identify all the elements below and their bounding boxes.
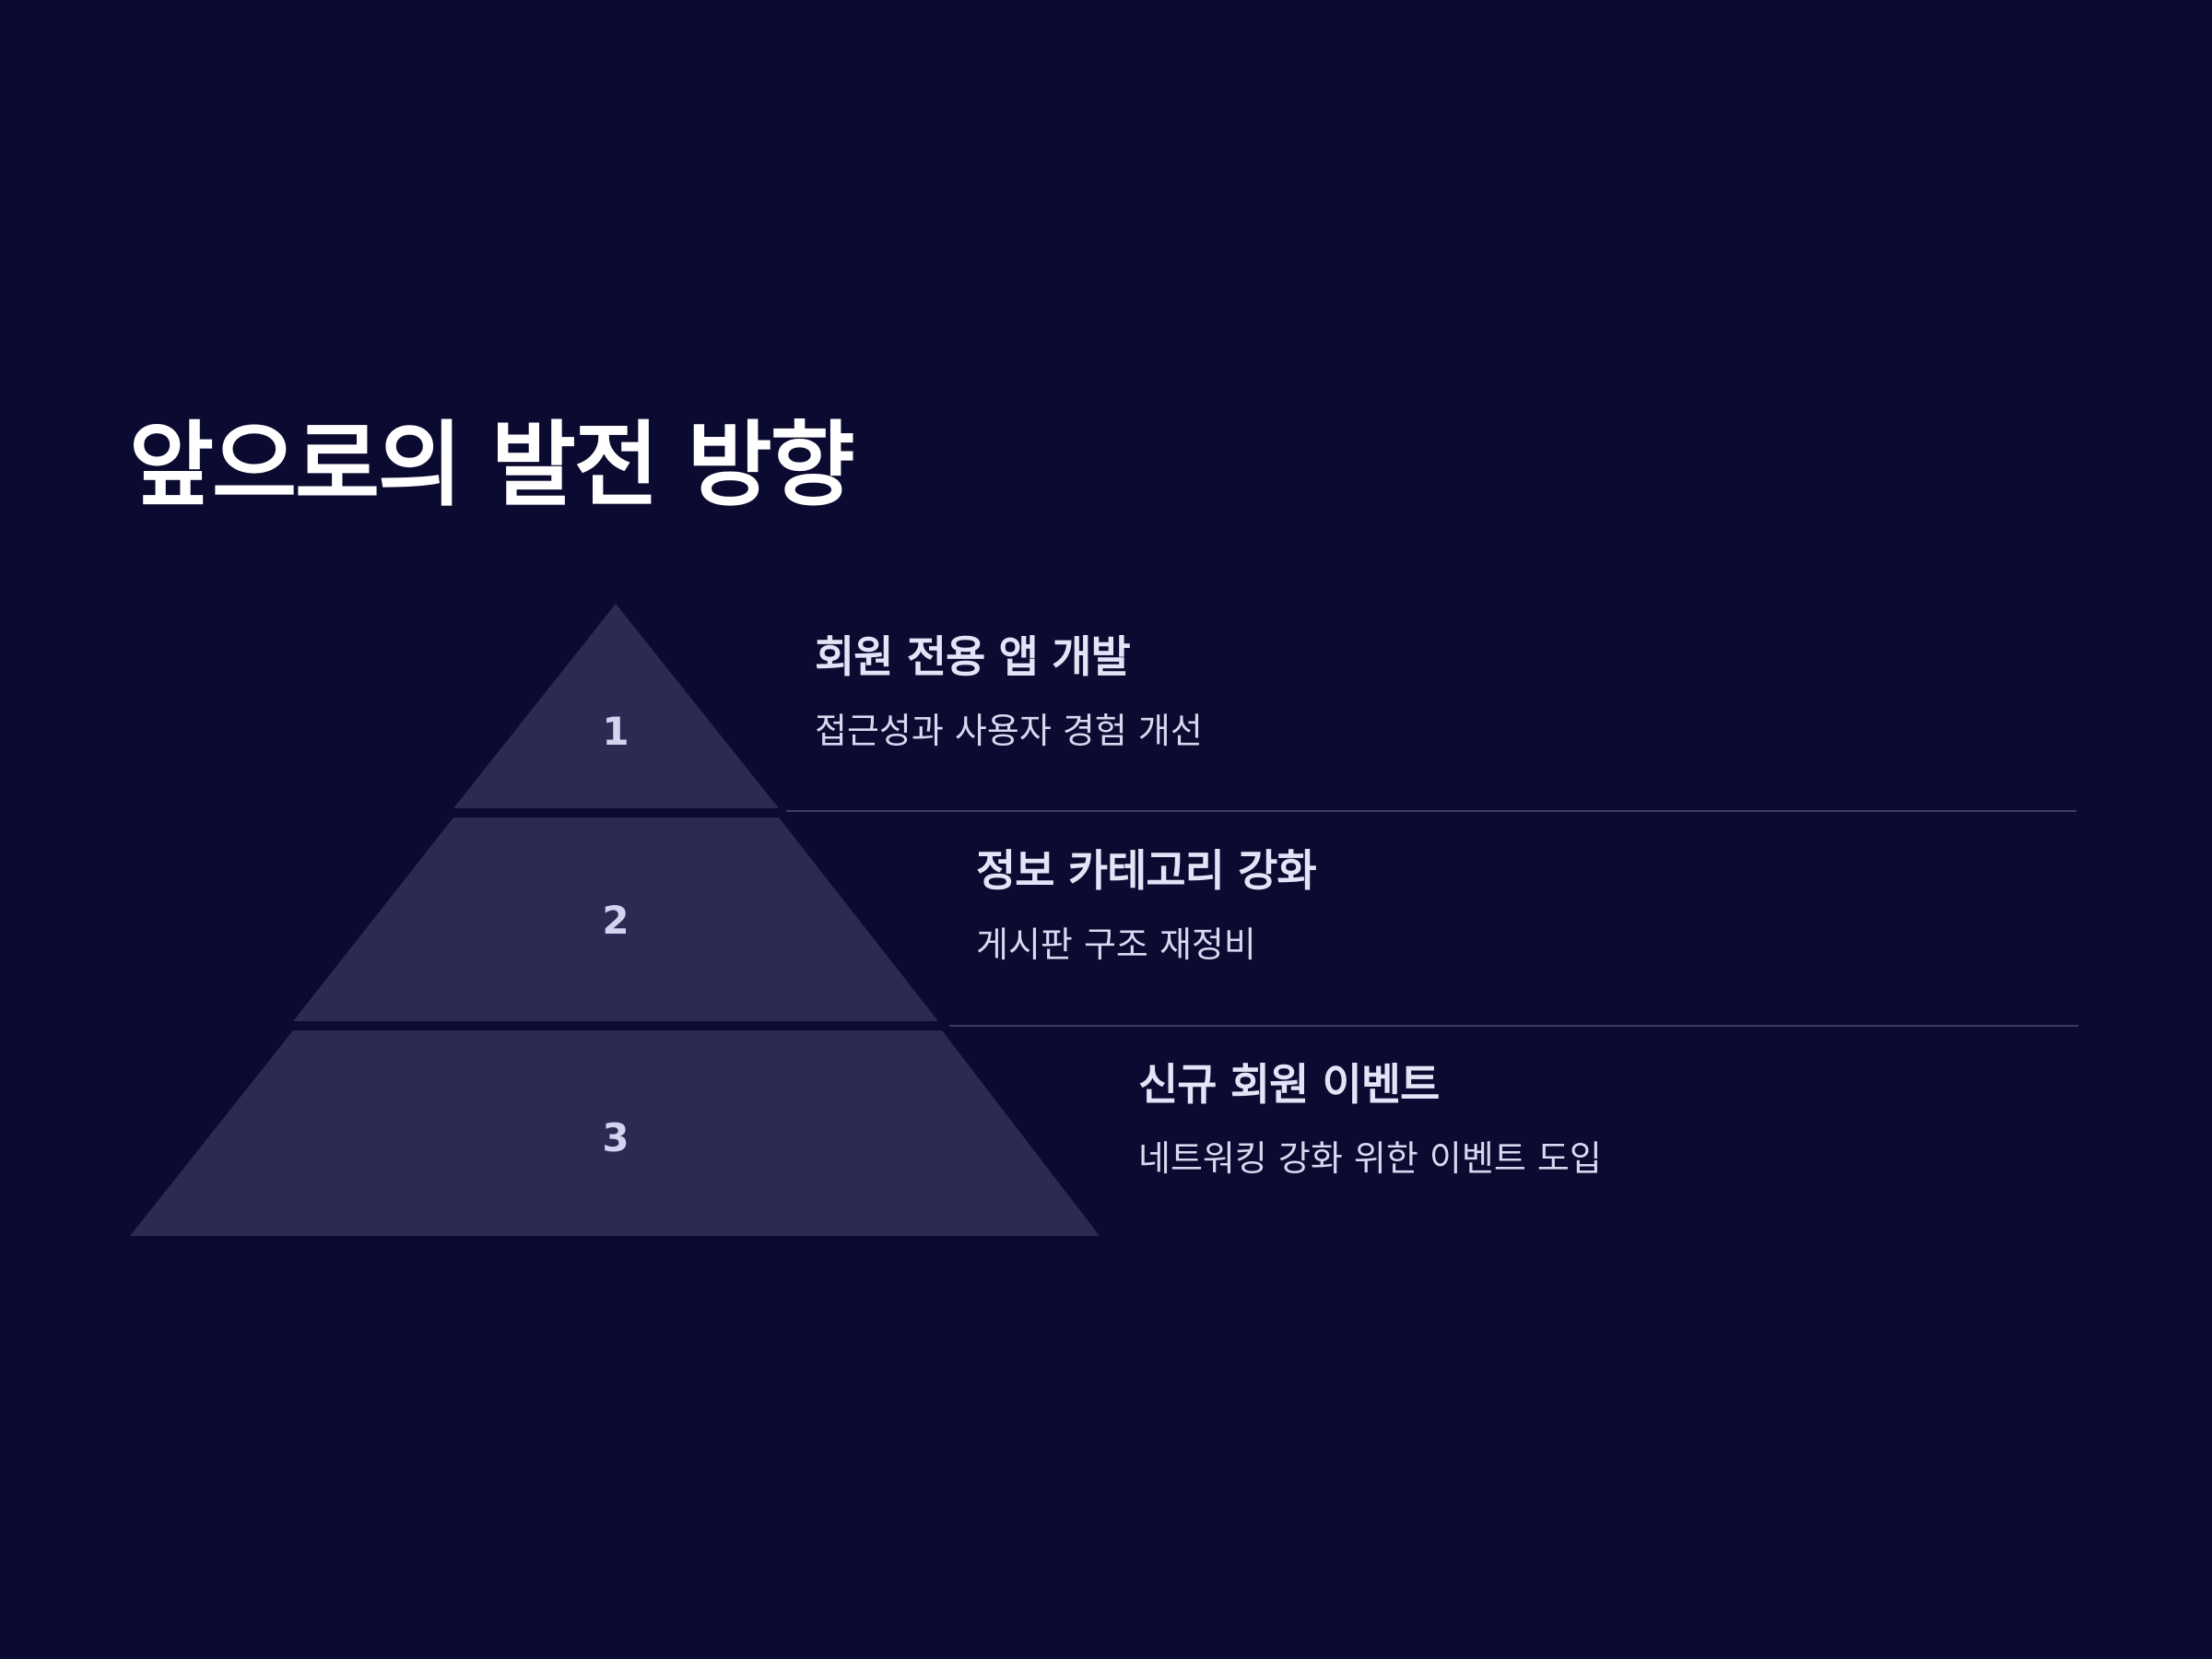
tier-title-3: 신규 회원 이벤트 xyxy=(1138,1060,1440,1111)
divider-2 xyxy=(949,1025,2078,1027)
tier-description-2: 게시판 구조 재정비 xyxy=(976,924,1256,965)
tier-item-2: 정보 카테고리 강화 게시판 구조 재정비 xyxy=(976,842,1317,970)
tier-number-2: 2 xyxy=(602,898,629,943)
tier-description-1: 접근성과 사용자 경험 개선 xyxy=(815,711,1203,751)
tier-title-2: 정보 카테고리 강화 xyxy=(976,846,1317,897)
tier-number-3: 3 xyxy=(602,1115,629,1160)
pyramid-tier-1 xyxy=(453,604,779,808)
pyramid-tier-2 xyxy=(293,818,938,1021)
tier-number-1: 1 xyxy=(602,709,629,754)
pyramid-tier-3 xyxy=(130,1030,1100,1236)
tier-item-1: 회원 전용 앱 개발 접근성과 사용자 경험 개선 xyxy=(815,629,1203,756)
divider-1 xyxy=(786,810,2077,812)
tier-item-3: 신규 회원 이벤트 네트워킹 강화 위한 이벤트 도입 xyxy=(1138,1056,1602,1183)
page-title: 앞으로의 발전 방향 xyxy=(129,411,855,519)
tier-title-1: 회원 전용 앱 개발 xyxy=(815,632,1131,683)
tier-description-3: 네트워킹 강화 위한 이벤트 도입 xyxy=(1138,1138,1602,1179)
